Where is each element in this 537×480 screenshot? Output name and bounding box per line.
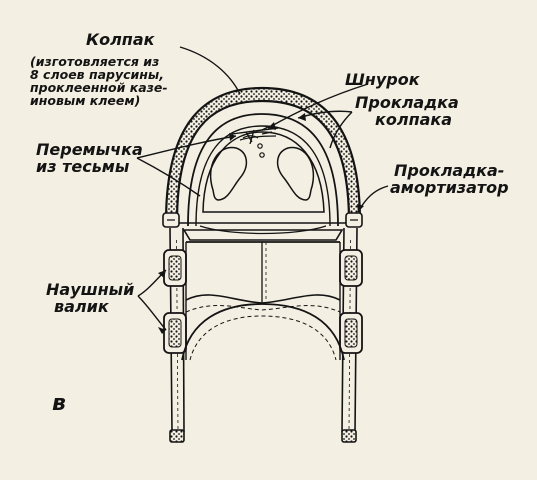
lace-knot (242, 125, 273, 145)
kolpak-liner-inner (195, 125, 331, 227)
lace-eyelet (259, 152, 265, 158)
leader-arrows (158, 113, 364, 334)
cap-rim (178, 222, 348, 241)
label-naushny-valik: Наушный валик (46, 280, 135, 316)
label-prokladka-amortizator: Прокладка- амортизатор (390, 161, 509, 197)
left-ear-pad (209, 146, 248, 201)
ear-roll-right-lower (339, 312, 363, 354)
label-peremychka: Перемычка из тесьмы (36, 140, 143, 176)
right-strap-tip (341, 429, 357, 443)
right-ear-pad (276, 146, 315, 201)
label-kolpak-note: (изготовляется из 8 слоев парусины, прок… (30, 55, 168, 108)
label-kolpak-note-line: иновым клеем) (30, 93, 141, 109)
label-kolpak-note-line: (изготовляется из (30, 54, 160, 69)
kolpak-shell (164, 86, 362, 224)
label-naushny-valik-line: валик (54, 296, 109, 316)
label-prokladka-kolpaka-line: колпака (375, 109, 453, 129)
label-peremychka-line: из тесьмы (36, 156, 130, 176)
left-strap-tip (169, 429, 185, 443)
label-kolpak-note-line: 8 слоев парусины, (30, 67, 164, 83)
label-prokladka-kolpaka: Прокладка колпака (355, 93, 459, 129)
helmet-body (181, 241, 345, 361)
label-kolpak-note-line: проклеенной казе- (30, 80, 168, 96)
ear-roll-right-upper (339, 249, 363, 287)
lace-eyelet (257, 143, 263, 149)
label-prokladka-amortizator-line: амортизатор (390, 177, 509, 197)
label-kolpak: Колпак (86, 30, 155, 49)
label-naushny-valik-line: Наушный (46, 280, 135, 299)
label-peremychka-line: Перемычка (36, 140, 143, 159)
figure-letter: в (52, 391, 66, 416)
ear-roll-left-upper (163, 249, 187, 287)
kolpak-liner-outer (187, 113, 339, 227)
ear-roll-left-lower (163, 312, 187, 354)
label-prokladka-amortizator-line: Прокладка- (394, 161, 505, 180)
label-shnurok: Шнурок (345, 70, 420, 89)
label-prokladka-kolpaka-line: Прокладка (355, 93, 459, 112)
cap-brim (199, 225, 327, 235)
